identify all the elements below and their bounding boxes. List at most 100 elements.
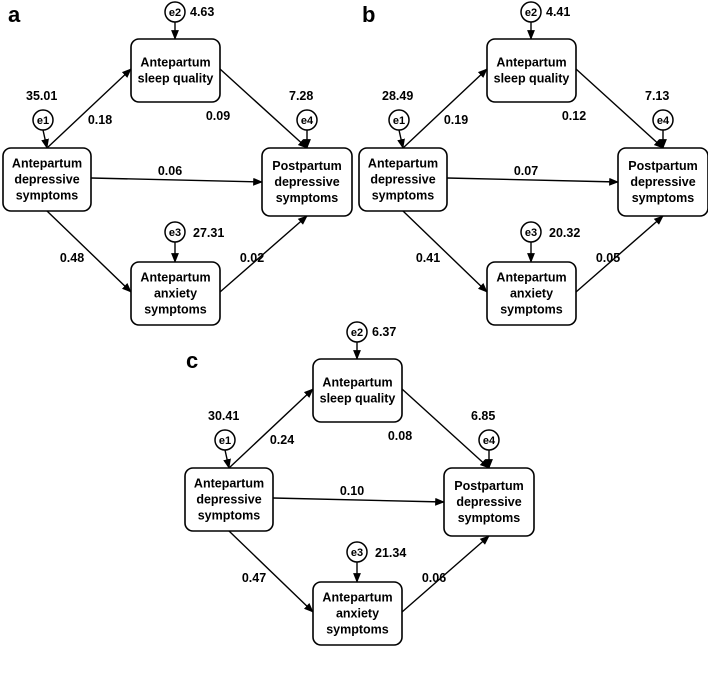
error-variance-e1: 28.49 — [382, 89, 413, 103]
node-antepartum-depressive-symptoms: Antepartum depressive symptoms — [184, 467, 274, 532]
error-variance-e4: 6.85 — [471, 409, 495, 423]
error-label-e4: e4 — [483, 435, 496, 447]
coefficient-dep-sleep: 0.18 — [88, 113, 112, 127]
path-arrow-dep-sleep — [46, 68, 132, 149]
error-label-e2: e2 — [525, 7, 537, 19]
node-label-line: symptoms — [372, 189, 435, 203]
node-label-line: Antepartum — [194, 477, 264, 491]
node-label-line: symptoms — [276, 191, 339, 205]
path-arrow-anx-post — [575, 215, 664, 293]
path-arrow-anx-post — [401, 535, 490, 613]
node-label-line: Antepartum — [322, 591, 392, 605]
node-box — [2, 147, 92, 212]
coefficient-sleep-post: 0.09 — [206, 109, 230, 123]
node-box — [184, 467, 274, 532]
node-box — [358, 147, 448, 212]
node-label-line: depressive — [274, 175, 339, 189]
error-label-e2: e2 — [169, 7, 181, 19]
node-label-line: symptoms — [458, 511, 521, 525]
coefficient-dep-sleep: 0.24 — [270, 433, 294, 447]
node-label-line: depressive — [14, 173, 79, 187]
node-label-line: depressive — [196, 493, 261, 507]
node-label-line: Postpartum — [272, 159, 341, 173]
error-circle-e2 — [346, 321, 368, 343]
panel-label: b — [362, 2, 375, 27]
node-label-line: sleep quality — [138, 72, 214, 86]
node-label-line: depressive — [630, 175, 695, 189]
coefficient-sleep-post: 0.08 — [388, 429, 412, 443]
node-box — [443, 467, 535, 537]
coefficient-dep-anx: 0.47 — [242, 571, 266, 585]
error-variance-e4: 7.13 — [645, 89, 669, 103]
node-label-line: symptoms — [144, 303, 207, 317]
error-circle-e1 — [214, 429, 236, 451]
node-antepartum-sleep-quality: Antepartum sleep quality — [130, 38, 221, 103]
node-label-line: anxiety — [154, 287, 197, 301]
error-arrow-e1 — [41, 129, 49, 149]
node-label-line: symptoms — [326, 623, 389, 637]
error-label-e1: e1 — [219, 435, 231, 447]
error-circle-e3 — [164, 221, 186, 243]
error-circle-e3 — [520, 221, 542, 243]
path-arrow-dep-sleep — [402, 68, 488, 149]
path-arrow-dep-sleep — [228, 388, 314, 469]
error-label-e1: e1 — [37, 115, 49, 127]
node-label-line: symptoms — [198, 509, 261, 523]
panel-label: a — [8, 2, 21, 27]
node-label-line: anxiety — [336, 607, 379, 621]
coefficient-dep-post: 0.06 — [158, 164, 182, 178]
node-label-line: Postpartum — [628, 159, 697, 173]
node-label-line: depressive — [370, 173, 435, 187]
error-label-e4: e4 — [657, 115, 670, 127]
node-box — [130, 38, 221, 103]
node-label-line: Antepartum — [140, 271, 210, 285]
error-variance-e1: 30.41 — [208, 409, 239, 423]
path-arrow-dep-anx — [46, 210, 132, 293]
error-variance-e2: 4.41 — [546, 5, 570, 19]
node-antepartum-anxiety-symptoms: Antepartum anxiety symptoms — [312, 581, 403, 646]
coefficient-dep-anx: 0.41 — [416, 251, 440, 265]
error-circle-e2 — [164, 1, 186, 23]
path-arrow-dep-post — [90, 177, 263, 186]
coefficient-dep-post: 0.07 — [514, 164, 538, 178]
node-label-line: sleep quality — [494, 72, 570, 86]
node-box — [130, 261, 221, 326]
coefficient-anx-post: 0.02 — [240, 251, 264, 265]
coefficient-dep-anx: 0.48 — [60, 251, 84, 265]
coefficient-anx-post: 0.05 — [596, 251, 620, 265]
coefficient-anx-post: 0.06 — [422, 571, 446, 585]
path-arrow-dep-post — [272, 497, 445, 506]
error-circle-e4 — [652, 109, 674, 131]
node-label-line: Antepartum — [140, 56, 210, 70]
error-circle-e4 — [296, 109, 318, 131]
path-arrow-dep-anx — [402, 210, 488, 293]
path-arrow-sleep-post — [575, 68, 664, 149]
error-circle-e4 — [478, 429, 500, 451]
error-label-e1: e1 — [393, 115, 405, 127]
node-label-line: symptoms — [632, 191, 695, 205]
error-variance-e4: 7.28 — [289, 89, 313, 103]
node-antepartum-anxiety-symptoms: Antepartum anxiety symptoms — [130, 261, 221, 326]
error-arrow-e1 — [223, 449, 231, 469]
error-variance-e3: 21.34 — [375, 546, 406, 560]
node-antepartum-depressive-symptoms: Antepartum depressive symptoms — [358, 147, 448, 212]
error-arrow-e1 — [397, 129, 405, 149]
error-variance-e2: 4.63 — [190, 5, 214, 19]
path-arrow-anx-post — [219, 215, 308, 293]
error-variance-e1: 35.01 — [26, 89, 57, 103]
error-circle-e3 — [346, 541, 368, 563]
panel-label: c — [186, 348, 198, 373]
error-label-e3: e3 — [525, 227, 537, 239]
error-variance-e3: 20.32 — [549, 226, 580, 240]
node-label-line: anxiety — [510, 287, 553, 301]
path-arrow-dep-post — [446, 177, 619, 186]
node-postpartum-depressive-symptoms: Postpartum depressive symptoms — [617, 147, 708, 217]
node-label-line: Antepartum — [368, 157, 438, 171]
